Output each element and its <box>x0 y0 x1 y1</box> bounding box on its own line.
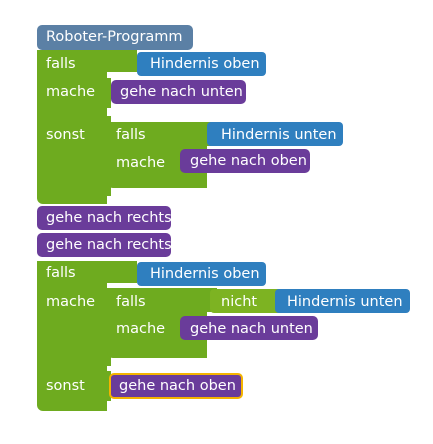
program-header-block[interactable] <box>37 25 193 50</box>
if-else-block-1-top-bar <box>37 50 137 72</box>
sensor-hindernis-oben-2[interactable] <box>137 262 266 286</box>
action-gehe-nach-oben-2-selected[interactable] <box>109 373 243 399</box>
sensor-hindernis-unten-2[interactable] <box>275 289 410 313</box>
if-else-block-1-mache-bar <box>37 78 111 108</box>
action-gehe-nach-oben-1[interactable] <box>180 149 310 173</box>
if-block-inner-2-top <box>107 288 217 312</box>
if-else-block-1-sonst-bar <box>37 116 111 196</box>
sensor-hindernis-oben-1[interactable] <box>137 52 266 76</box>
logic-nicht-block[interactable] <box>210 289 285 313</box>
action-gehe-nach-rechts-2[interactable] <box>37 233 171 257</box>
if-else-block-2-sonst-bar <box>37 371 111 401</box>
if-else-block-2-top-bar <box>37 261 137 283</box>
if-block-inner-1-top <box>107 122 212 146</box>
action-gehe-nach-unten-1[interactable] <box>111 80 246 104</box>
action-gehe-nach-unten-2[interactable] <box>180 316 318 340</box>
action-gehe-nach-rechts-1[interactable] <box>37 206 171 230</box>
if-else-block-2-mache-bar <box>37 288 111 366</box>
sensor-hindernis-unten-1[interactable] <box>207 122 343 146</box>
